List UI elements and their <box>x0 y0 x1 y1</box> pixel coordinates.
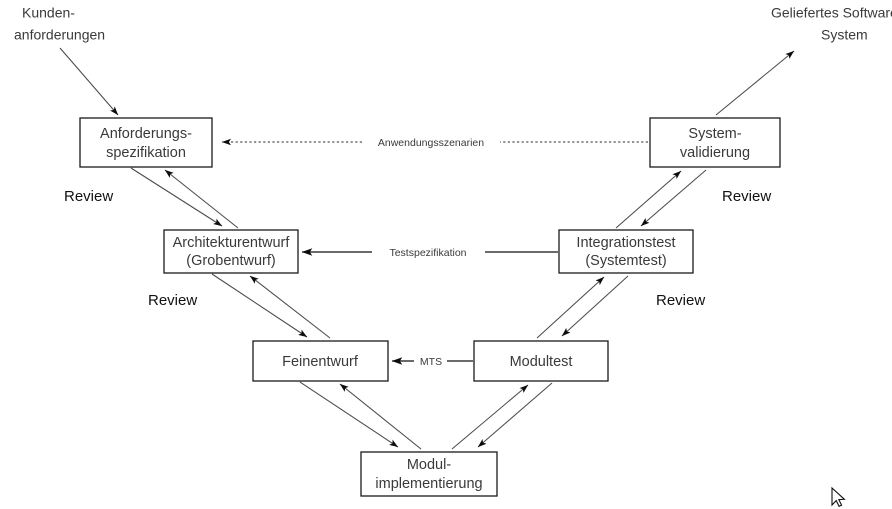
node-label-line2: (Grobentwurf) <box>186 253 275 269</box>
cross-edge-mts: MTS <box>391 356 473 368</box>
cross-edge-label: Testspezifikation <box>389 247 466 259</box>
edge-feinentwurf-to-modulimpl <box>299 381 399 448</box>
io-label-kundenanforderungen: Kunden- anforderungen <box>14 5 105 43</box>
input-arrow <box>59 47 119 116</box>
forward-arrow <box>451 384 529 450</box>
review-label-upper-left: Review <box>64 188 113 205</box>
node-box[interactable] <box>360 451 498 497</box>
review-arrow <box>339 383 422 450</box>
node-label-line2: implementierung <box>375 476 482 492</box>
edge-integrationstest-to-systemvalidierung <box>615 170 682 229</box>
forward-arrow <box>299 381 399 448</box>
node-label-line2: spezifikation <box>106 145 186 161</box>
node-label-line1: System- <box>688 126 741 142</box>
cross-edge-anwendungsszenarien: Anwendungsszenarien <box>221 137 648 149</box>
review-label-upper-right: Review <box>722 188 771 205</box>
cross-edge-testspezifikation: Testspezifikation <box>301 247 558 259</box>
review-label-lower-left: Review <box>148 292 197 309</box>
review-arrow <box>640 169 707 227</box>
node-label-line1: Architekturentwurf <box>173 235 291 251</box>
io-label-geliefertes-software-system: Geliefertes Software System <box>771 5 892 43</box>
node-anforderungsspezifikation[interactable]: Anforderungs- spezifikation <box>79 117 213 168</box>
node-feinentwurf[interactable]: Feinentwurf <box>252 340 389 382</box>
output-arrow-group <box>715 50 795 116</box>
edge-modultest-to-modulimpl-review <box>477 382 553 448</box>
forward-arrow <box>615 170 682 229</box>
edge-modulimpl-to-modultest <box>451 384 529 450</box>
node-label-line1: Modul- <box>407 457 451 473</box>
node-systemvalidierung[interactable]: System- validierung <box>649 117 781 168</box>
edge-feinentwurf-to-architektur-review <box>249 275 331 339</box>
node-box[interactable] <box>252 340 389 382</box>
review-arrow <box>164 169 239 229</box>
review-arrow <box>249 275 331 339</box>
node-modulimplementierung[interactable]: Modul- implementierung <box>360 451 498 497</box>
mouse-cursor <box>831 486 846 508</box>
forward-arrow <box>211 273 308 338</box>
edge-architektur-to-anforderung-review <box>164 169 239 229</box>
node-box[interactable] <box>649 117 781 168</box>
node-box[interactable] <box>473 340 609 382</box>
node-box[interactable] <box>79 117 213 168</box>
node-label-line1: Modultest <box>510 354 573 370</box>
io-label-line1: Geliefertes Software <box>771 5 892 21</box>
node-integrationstest[interactable]: Integrationstest (Systemtest) <box>558 229 694 274</box>
node-label-line1: Integrationstest <box>576 235 675 251</box>
forward-arrow <box>130 167 223 227</box>
node-label-line1: Anforderungs- <box>100 126 192 142</box>
node-label-line1: Feinentwurf <box>282 354 359 370</box>
node-box[interactable] <box>558 229 694 274</box>
edge-modultest-to-integrationstest <box>536 276 605 339</box>
forward-arrow <box>536 276 605 339</box>
io-label-line1: Kunden- <box>22 5 75 21</box>
cross-edge-label: Anwendungsszenarien <box>378 137 484 149</box>
review-label-lower-right: Review <box>656 292 705 309</box>
io-label-line2: System <box>821 27 868 43</box>
output-arrow <box>715 50 795 116</box>
edge-modulimpl-to-feinentwurf-review <box>339 383 422 450</box>
review-arrow <box>477 382 553 448</box>
node-architekturentwurf[interactable]: Architekturentwurf (Grobentwurf) <box>163 229 299 274</box>
io-label-line2: anforderungen <box>14 27 105 43</box>
edge-systemvalidierung-to-integrationstest-review <box>640 169 707 227</box>
edge-anforderung-to-architektur <box>130 167 223 227</box>
cross-edge-label: MTS <box>420 356 442 368</box>
edge-integrationstest-to-modultest-review <box>561 275 629 337</box>
node-modultest[interactable]: Modultest <box>473 340 609 382</box>
node-label-line2: validierung <box>680 145 750 161</box>
node-label-line2: (Systemtest) <box>585 253 666 269</box>
edge-architektur-to-feinentwurf <box>211 273 308 338</box>
node-box[interactable] <box>163 229 299 274</box>
input-arrow-group <box>59 47 119 116</box>
review-arrow <box>561 275 629 337</box>
